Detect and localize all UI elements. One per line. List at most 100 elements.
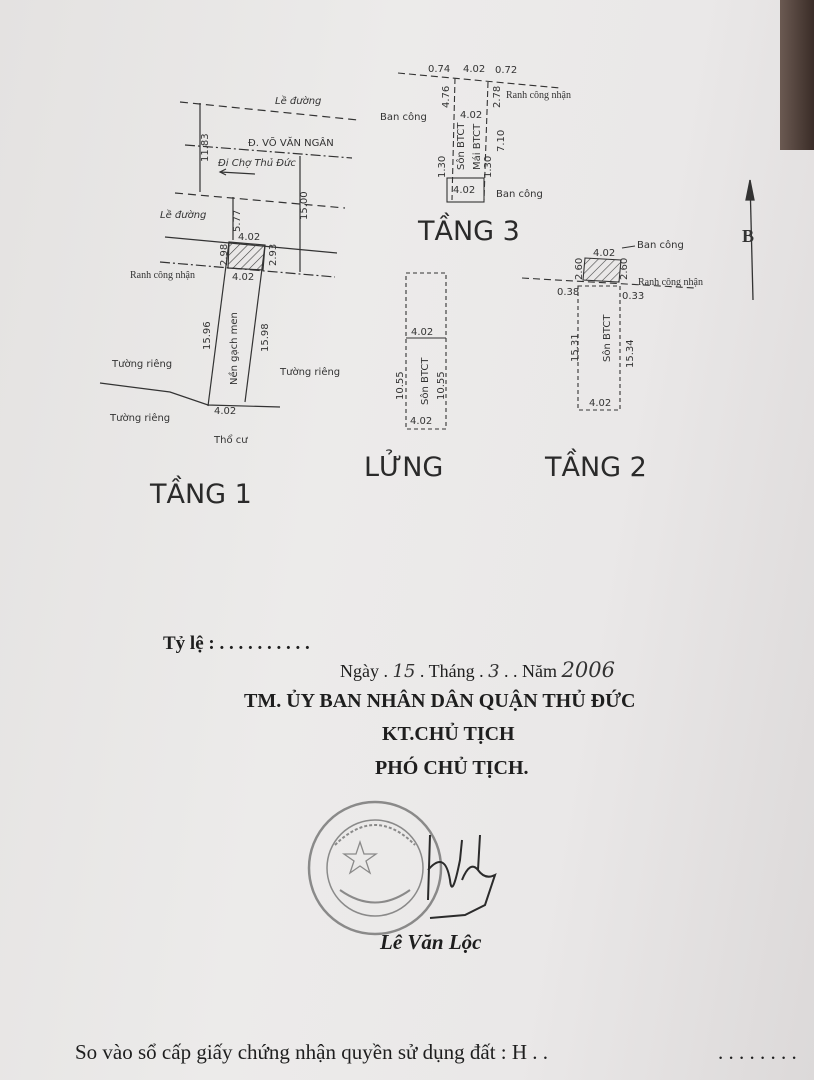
balcony-hatch — [582, 257, 622, 283]
street-centerline — [184, 144, 353, 159]
dimension-label: 2.93 — [268, 244, 279, 266]
lot-right-wall — [244, 244, 266, 403]
registration-line: So vào sổ cấp giấy chứng nhận quyền sử d… — [75, 1040, 549, 1064]
day-label: Ngày . — [340, 661, 388, 681]
label: Ban công — [637, 239, 684, 251]
street-name: Đ. VÕ VĂN NGÂN — [248, 136, 334, 149]
dimension-label: 7.10 — [496, 130, 507, 152]
north-label: B — [742, 226, 754, 246]
label: Tường riêng — [109, 412, 170, 424]
floor-material-label: Nền gạch men — [228, 312, 240, 385]
boundary-line — [397, 72, 561, 89]
dimension-label: 1.30 — [483, 156, 494, 178]
balcony-rect — [446, 177, 485, 203]
dimension-label: 15.96 — [202, 321, 213, 350]
label: Ranh công nhận — [506, 90, 571, 101]
dimension-label: 10.55 — [395, 371, 406, 400]
dimension-label: 4.02 — [232, 272, 254, 283]
mezzanine-labels: 4.02 10.55 Sôn BTCT 10.55 4.02 LỬNG — [364, 327, 447, 483]
dimension-label: 4.02 — [589, 398, 611, 409]
dimension-label: 4.02 — [593, 248, 615, 259]
lot-back-line — [99, 382, 281, 408]
day-value: 15 — [392, 661, 416, 682]
floor2-plan — [521, 245, 696, 411]
dimension-label: 4.76 — [441, 86, 452, 108]
arrow-head-icon — [218, 168, 227, 176]
floor-title: TẦNG 1 — [149, 475, 252, 510]
label: Tường riêng — [111, 358, 172, 370]
month-label: . Tháng . — [419, 661, 484, 681]
dimension-label: 4.02 — [410, 416, 432, 427]
signature — [427, 834, 497, 919]
year-value: 2006 — [561, 658, 615, 682]
floor3-labels: 0.74 4.02 0.72 Ranh công nhận 4.76 2.78 … — [380, 64, 571, 247]
label: Đi Chợ Thủ Đức — [218, 157, 296, 169]
wall-line — [483, 81, 489, 201]
dimension-label: 4.02 — [453, 185, 475, 196]
dimension-label: 4.02 — [411, 327, 433, 338]
label: Ranh công nhận — [130, 270, 195, 281]
slab-label: Sôn BTCT — [419, 357, 431, 405]
label: Lề đường — [275, 95, 321, 107]
label: Lề đường — [160, 209, 206, 221]
dimension-label: 15.34 — [625, 339, 636, 368]
mezzanine-plan — [405, 272, 447, 430]
balcony-hatch — [227, 241, 266, 271]
boundary-line — [159, 261, 336, 278]
label: Ban công — [496, 188, 543, 200]
dimension-label: 11.83 — [200, 133, 211, 162]
date-line: Ngày . 15 . Tháng . 3 . . Năm 2006 — [340, 658, 615, 682]
dimension-label: 2.98 — [219, 244, 230, 266]
wall-line — [451, 77, 456, 201]
dimension-label: 10.55 — [436, 371, 447, 400]
dimension-label: 2.78 — [492, 86, 503, 108]
dimension-label: 4.02 — [463, 64, 485, 75]
floor-title: TẦNG 2 — [544, 448, 647, 483]
dimension-label: 4.02 — [214, 406, 236, 417]
dimension-label: 15.31 — [570, 333, 581, 362]
month-value: 3 — [488, 661, 500, 682]
year-label: . . Năm — [504, 661, 558, 681]
dimension-label: 0.72 — [495, 65, 517, 76]
land-use-label: Thổ cư — [213, 433, 248, 446]
floor1-labels: Lề đường Đ. VÕ VĂN NGÂN Đi Chợ Thủ Đức L… — [109, 95, 340, 510]
label: Ranh công nhận — [638, 277, 703, 288]
dimension-label: 1.30 — [437, 156, 448, 178]
slab-label: Sôn BTCT — [455, 122, 467, 170]
dimension-label: 4.02 — [238, 232, 260, 243]
sidewalk-line — [174, 192, 346, 209]
lot-left-wall — [207, 241, 230, 407]
floor-title: TẦNG 3 — [417, 212, 520, 247]
floor2-labels: 4.02 Ban công 2.60 2.60 Ranh công nhận 0… — [544, 239, 703, 483]
floor-outline — [577, 285, 621, 411]
north-arrow-icon: B — [742, 179, 755, 301]
dimension-label: 0.74 — [428, 64, 450, 75]
table-edge-background — [780, 0, 814, 150]
deputy-for-label: KT.CHỦ TỊCH — [382, 723, 515, 745]
label: Tường riêng — [279, 366, 340, 378]
dimension-label: 4.02 — [460, 110, 482, 121]
official-stamp — [307, 800, 443, 936]
boundary-line — [521, 277, 696, 289]
scale-label: Tỷ lệ : . . . . . . . . . . — [163, 633, 310, 654]
dimension-label: 2.60 — [619, 258, 630, 280]
sidewalk-line — [179, 101, 359, 121]
dimension-label: 15.98 — [260, 323, 271, 352]
dimension-label: 5.77 — [232, 210, 243, 232]
registration-dots: . . . . . . . . — [718, 1040, 797, 1064]
dimension-label: 0.33 — [622, 291, 644, 302]
label: Ban công — [380, 111, 427, 123]
authority-title: TM. ỦY BAN NHÂN DÂN QUẬN THỦ ĐỨC — [244, 690, 636, 712]
roof-label: Mái BTCT — [471, 123, 483, 170]
signer-name: Lê Văn Lộc — [380, 930, 482, 954]
floor3-plan — [397, 72, 561, 203]
dimension-label: 0.38 — [557, 287, 579, 298]
dimension-label: 2.60 — [574, 258, 585, 280]
floor-title: LỬNG — [364, 449, 443, 483]
position-label: PHÓ CHỦ TỊCH. — [375, 757, 529, 779]
floor1-plan — [99, 101, 359, 408]
leader-line — [621, 245, 636, 249]
slab-label: Sôn BTCT — [601, 314, 613, 362]
direction-arrow — [219, 171, 256, 175]
